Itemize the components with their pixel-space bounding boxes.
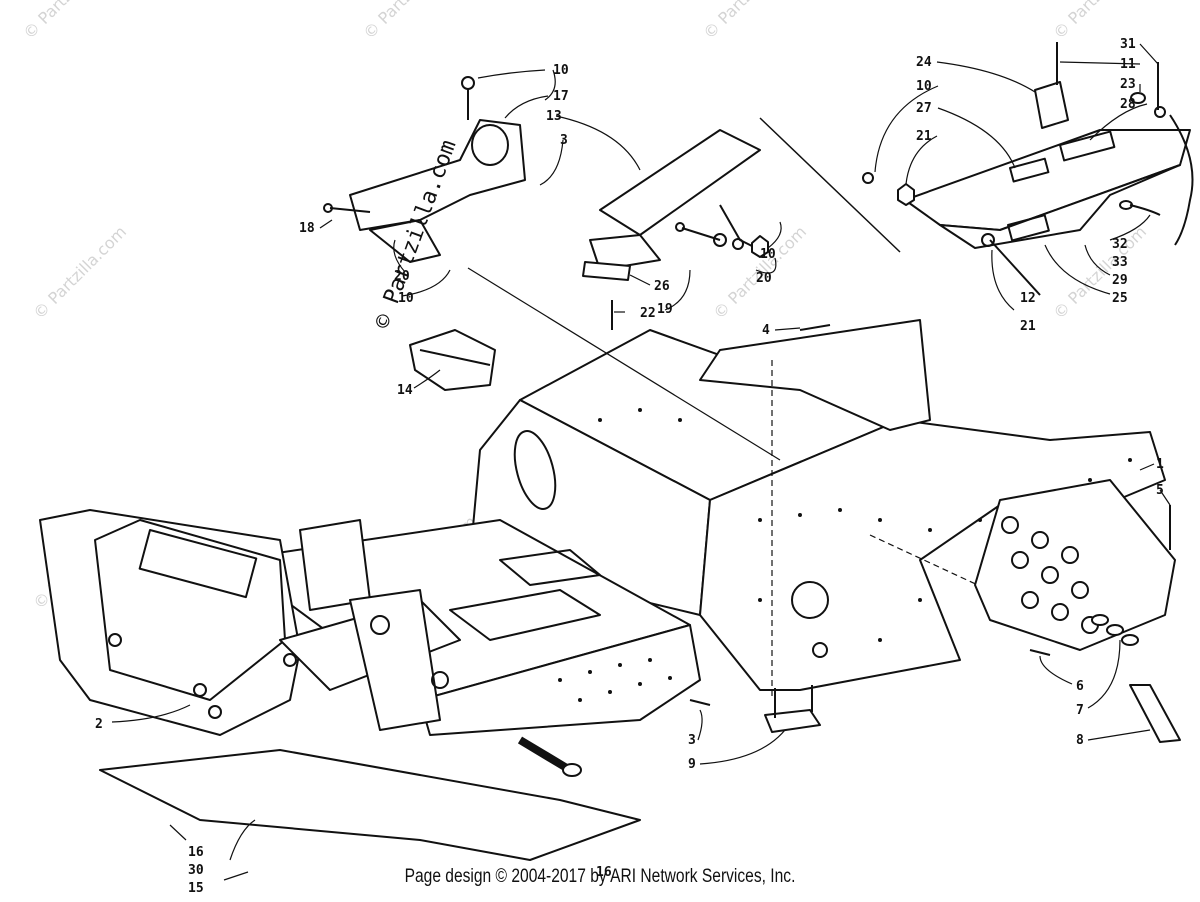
- watermark-tile: © Partzilla.com: [19, 0, 120, 43]
- callout-32[interactable]: 32: [1112, 237, 1128, 252]
- callout-20[interactable]: 20: [394, 269, 410, 284]
- callout-7[interactable]: 7: [1076, 703, 1084, 718]
- rear-panel-part-7: [689, 324, 1181, 743]
- watermark-tile: © Partzilla.com: [29, 222, 130, 323]
- callout-13[interactable]: 13: [546, 109, 562, 124]
- callout-27[interactable]: 27: [916, 101, 932, 116]
- callout-8[interactable]: 8: [1076, 733, 1084, 748]
- callout-10[interactable]: 10: [760, 247, 776, 262]
- callout-23[interactable]: 23: [1120, 77, 1136, 92]
- callout-6[interactable]: 6: [1076, 679, 1084, 694]
- callout-12[interactable]: 12: [1020, 291, 1036, 306]
- leader-lines: [111, 43, 1171, 881]
- watermark-tile: © Partzilla.com: [1049, 222, 1150, 323]
- callout-3[interactable]: 3: [560, 133, 568, 148]
- callout-10[interactable]: 10: [916, 79, 932, 94]
- line-art: [39, 42, 1194, 881]
- callout-14[interactable]: 14: [397, 383, 413, 398]
- callout-18[interactable]: 18: [299, 221, 315, 236]
- callout-30[interactable]: 30: [188, 863, 204, 878]
- front-bumper-part-2: [39, 509, 641, 861]
- callout-10[interactable]: 10: [553, 63, 569, 78]
- bracket-part-14: [409, 329, 496, 391]
- callout-16[interactable]: 16: [596, 865, 612, 880]
- callout-4[interactable]: 4: [762, 323, 770, 338]
- callout-25[interactable]: 25: [1112, 291, 1128, 306]
- callout-21[interactable]: 21: [1020, 319, 1036, 334]
- callout-21[interactable]: 21: [916, 129, 932, 144]
- callout-9[interactable]: 9: [688, 757, 696, 772]
- console-part-27: [862, 42, 1194, 296]
- callout-24[interactable]: 24: [916, 55, 932, 70]
- steering-bracket-part-17: [323, 76, 526, 263]
- watermark-tile: © Partzilla.com: [699, 0, 800, 43]
- callout-10[interactable]: 10: [398, 291, 414, 306]
- steering-support-part-13: [467, 117, 901, 461]
- callout-labels: 10 17 13 3 18 20 10 10 20 26 19 22 4 14 …: [95, 37, 1164, 896]
- page-footer: Page design © 2004-2017 by ARI Network S…: [404, 866, 796, 887]
- callout-22[interactable]: 22: [640, 306, 656, 321]
- callout-11[interactable]: 11: [1120, 57, 1136, 72]
- callout-20[interactable]: 20: [756, 271, 772, 286]
- callout-16[interactable]: 16: [188, 845, 204, 860]
- watermark-tile: © Partzilla.com: [359, 0, 460, 43]
- callout-29[interactable]: 29: [1112, 273, 1128, 288]
- callout-3[interactable]: 3: [688, 733, 696, 748]
- callout-19[interactable]: 19: [657, 302, 673, 317]
- callout-33[interactable]: 33: [1112, 255, 1128, 270]
- callout-26[interactable]: 26: [654, 279, 670, 294]
- callout-5[interactable]: 5: [1156, 483, 1164, 498]
- callout-31[interactable]: 31: [1120, 37, 1136, 52]
- callout-28[interactable]: 28: [1120, 97, 1136, 112]
- callout-17[interactable]: 17: [553, 89, 569, 104]
- callout-15[interactable]: 15: [188, 881, 204, 896]
- callout-1[interactable]: 1: [1156, 457, 1164, 472]
- callout-2[interactable]: 2: [95, 717, 103, 732]
